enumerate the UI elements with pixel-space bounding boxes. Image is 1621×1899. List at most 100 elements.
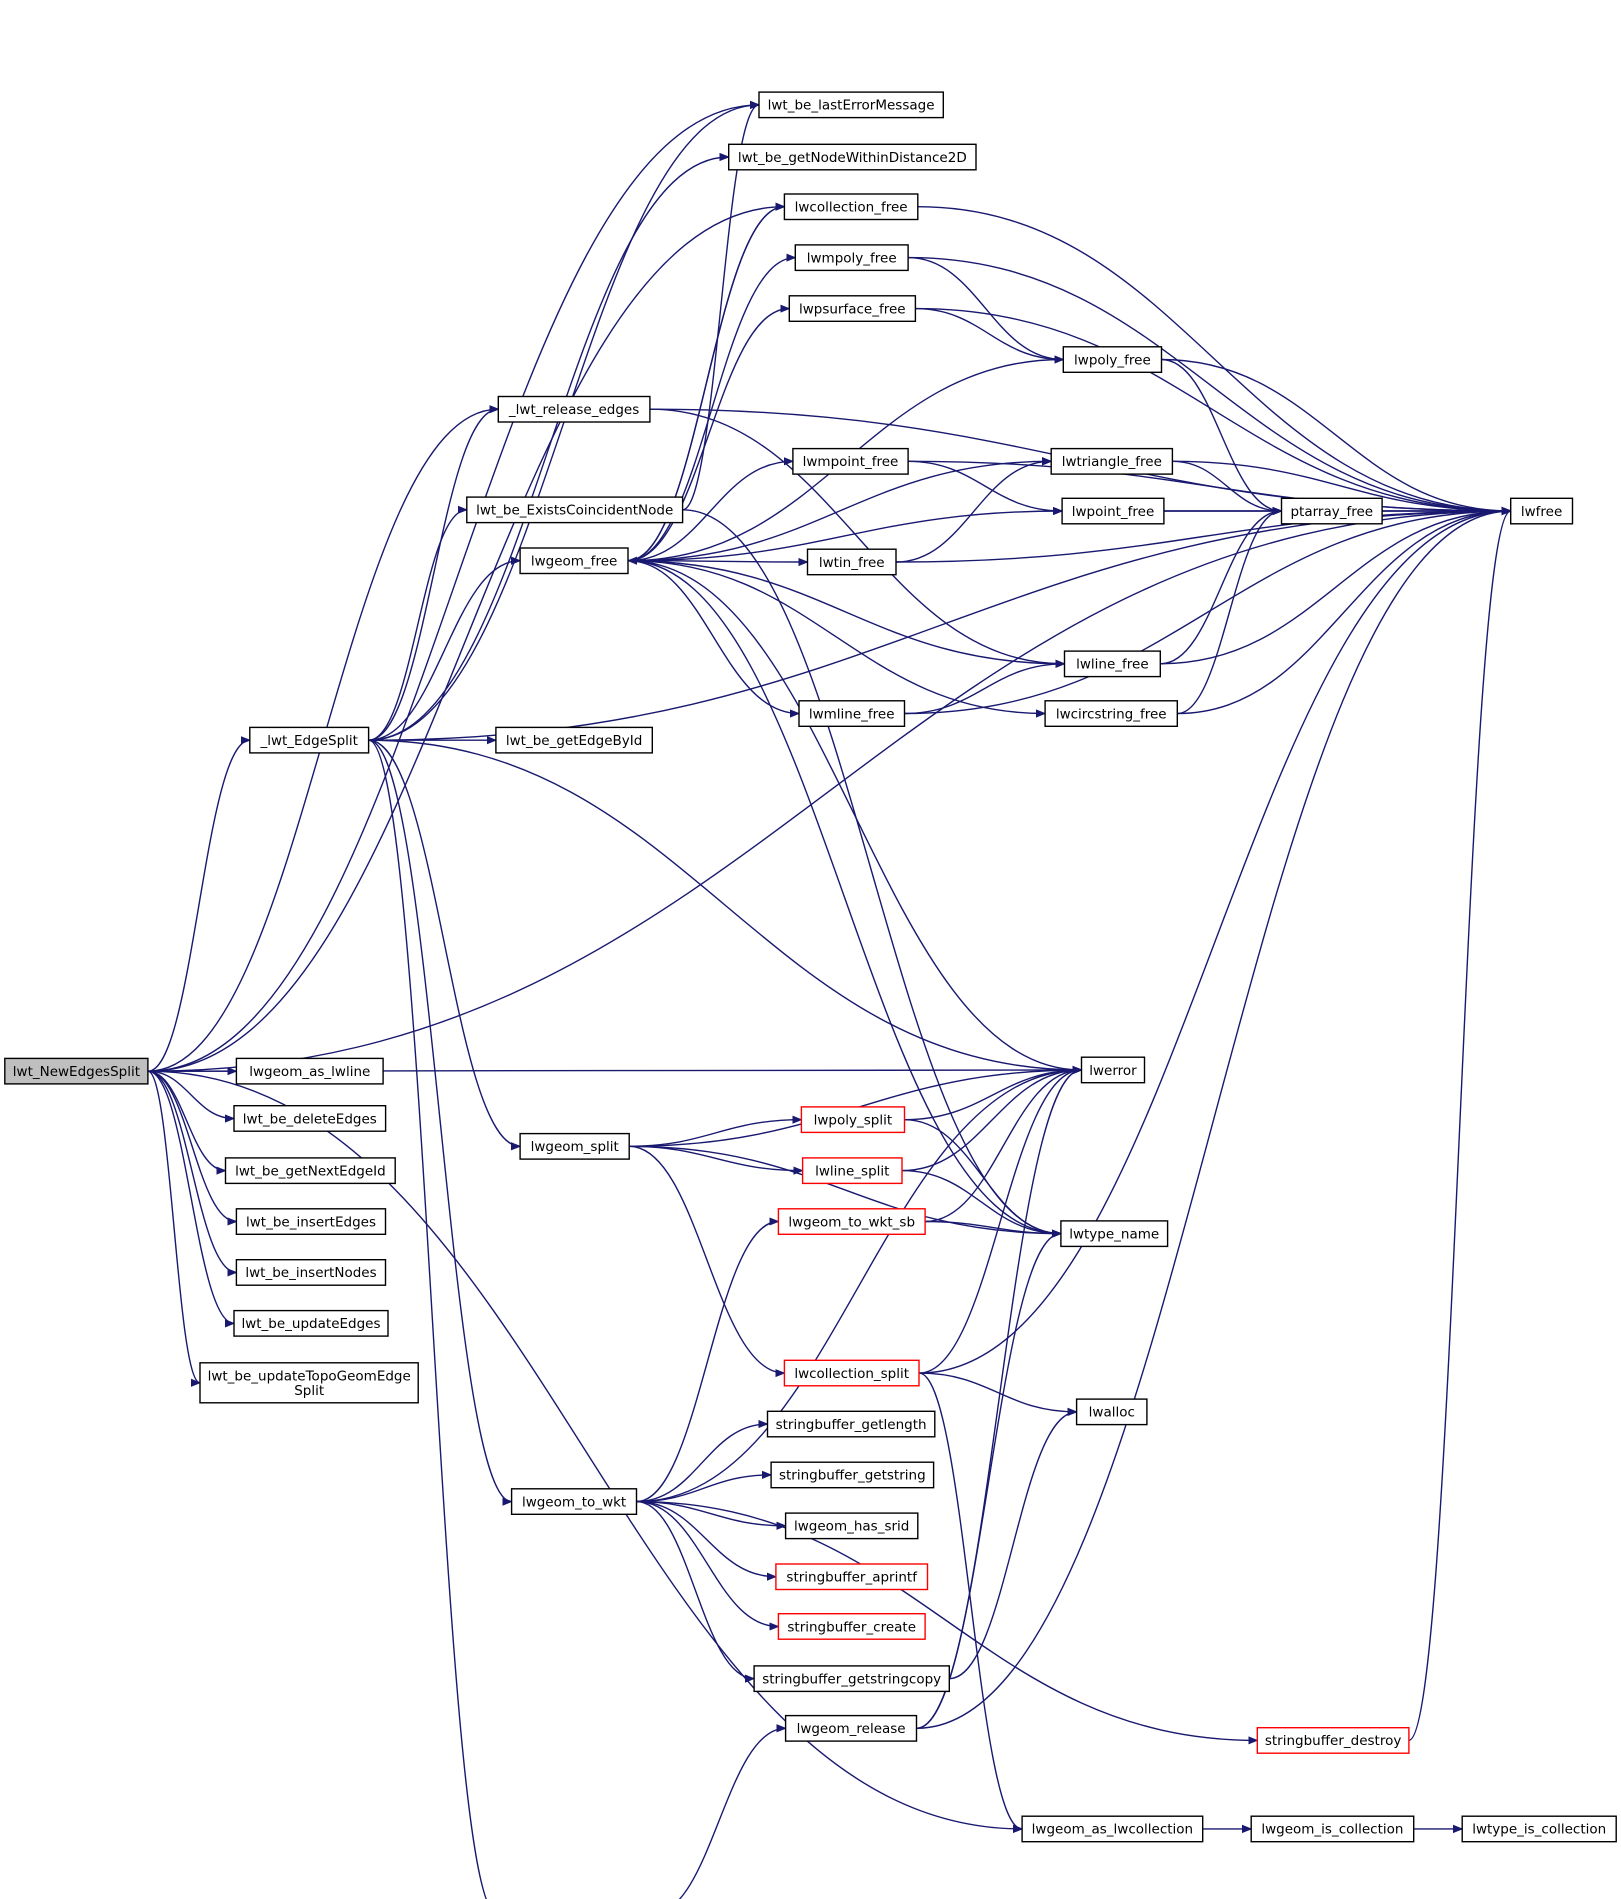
edge-lwmpoint-free-to-lwpoint-free xyxy=(908,460,1062,511)
edge-lwmline-free-to-lwline-free xyxy=(904,664,1065,715)
node-label: Split xyxy=(294,1383,324,1399)
node-label: lwpoly_free xyxy=(1074,352,1151,368)
node-lwt-be-delete-edges[interactable]: lwt_be_deleteEdges xyxy=(233,1104,387,1132)
node-lwgeom-free[interactable]: lwgeom_free xyxy=(519,547,629,575)
node-label: lwmpoint_free xyxy=(803,454,899,470)
edge-lwmpoly-free-to-lwpoly-free xyxy=(908,256,1063,360)
node-lwline-split[interactable]: lwline_split xyxy=(801,1157,903,1185)
node-stringbuffer-destroy[interactable]: stringbuffer_destroy xyxy=(1256,1726,1410,1754)
node-label: lwtype_name xyxy=(1069,1226,1159,1242)
node-stringbuffer-getlength[interactable]: stringbuffer_getlength xyxy=(766,1410,936,1438)
edge-lwt-new-edges-split-to-lwt-be-update-edges xyxy=(147,1070,235,1323)
node-lwpoly-free[interactable]: lwpoly_free xyxy=(1062,346,1163,373)
edge-lwgeom-free-to-lwpsurface-free xyxy=(627,309,789,562)
node-box xyxy=(766,1410,936,1438)
edge-lwcollection-split-to-lwalloc xyxy=(918,1372,1077,1412)
node-lwgeom-has-srid[interactable]: lwgeom_has_srid xyxy=(784,1512,919,1540)
node-lwalloc[interactable]: lwalloc xyxy=(1075,1398,1148,1426)
node-stringbuffer-aprintf[interactable]: stringbuffer_aprintf xyxy=(775,1563,929,1591)
node-label: stringbuffer_getstringcopy xyxy=(762,1671,941,1687)
node-lwt-new-edges-split[interactable]: lwt_NewEdgesSplit xyxy=(4,1057,149,1085)
node-lwt-be-last-error-message[interactable]: lwt_be_lastErrorMessage xyxy=(758,91,945,119)
edge-lwline-split-to-lwerror xyxy=(901,1070,1082,1172)
edge-lwgeom-to-wkt-sb-to-lwtype-name xyxy=(925,1220,1061,1234)
node-stringbuffer-getstringcopy[interactable]: stringbuffer_getstringcopy xyxy=(753,1665,950,1693)
node-lwt-be-get-node-within-distance2d[interactable]: lwt_be_getNodeWithinDistance2D xyxy=(728,143,977,171)
node-box xyxy=(777,1208,926,1236)
edge-lwpoly-split-to-lwtype-name xyxy=(904,1119,1061,1234)
node-lwtype-is-collection[interactable]: lwtype_is_collection xyxy=(1461,1815,1617,1843)
node-stringbuffer-create[interactable]: stringbuffer_create xyxy=(777,1612,926,1640)
node-lwerror[interactable]: lwerror xyxy=(1080,1056,1146,1084)
node-lwpoint-free[interactable]: lwpoint_free xyxy=(1061,497,1165,525)
node-label: lwgeom_as_lwline xyxy=(249,1064,370,1080)
node-lwgeom-release[interactable]: lwgeom_release xyxy=(784,1714,918,1742)
node-label: ptarray_free xyxy=(1290,504,1373,520)
node-lwt-be-update-edges[interactable]: lwt_be_updateEdges xyxy=(233,1309,389,1337)
node-box xyxy=(233,1309,389,1337)
edge-lwgeom-to-wkt-to-stringbuffer-getlength xyxy=(636,1424,768,1503)
edge-lwcollection-split-to-lwerror xyxy=(918,1070,1082,1374)
edge-lwgeom-free-to-lwmline-free xyxy=(627,560,799,714)
node-lwcollection-free[interactable]: lwcollection_free xyxy=(783,193,919,221)
node-lwline-free[interactable]: lwline_free xyxy=(1063,650,1162,678)
node-lwgeom-to-wkt-sb[interactable]: lwgeom_to_wkt_sb xyxy=(777,1208,926,1236)
node-lwmpoly-free[interactable]: lwmpoly_free xyxy=(794,244,909,272)
edge-lwgeom-free-to-lwtype-name xyxy=(627,560,1061,1234)
node-lwpoly-split[interactable]: lwpoly_split xyxy=(800,1106,906,1134)
node--lwt-edge-split[interactable]: _lwt_EdgeSplit xyxy=(249,726,370,754)
node-lwcircstring-free[interactable]: lwcircstring_free xyxy=(1044,700,1178,727)
node-lwgeom-split[interactable]: lwgeom_split xyxy=(519,1132,630,1160)
node-lwtriangle-free[interactable]: lwtriangle_free xyxy=(1050,447,1174,475)
edge-lwgeom-to-wkt-to-stringbuffer-getstringcopy xyxy=(636,1500,755,1679)
node-stringbuffer-getstring[interactable]: stringbuffer_getstring xyxy=(770,1461,935,1489)
node-lwcollection-split[interactable]: lwcollection_split xyxy=(783,1359,920,1387)
node-label: lwcollection_free xyxy=(795,200,908,216)
node-label: lwmpoly_free xyxy=(807,250,897,266)
node-label: lwpoly_split xyxy=(814,1113,893,1129)
node--lwt-release-edges[interactable]: _lwt_release_edges xyxy=(497,395,651,423)
node-lwgeom-as-lwline[interactable]: lwgeom_as_lwline xyxy=(235,1057,384,1085)
edge-lwgeom-to-wkt-to-stringbuffer-aprintf xyxy=(636,1500,776,1577)
node-lwfree[interactable]: lwfree xyxy=(1509,497,1574,525)
node-label: lwt_be_insertEdges xyxy=(246,1214,376,1230)
node-label: lwt_be_deleteEdges xyxy=(243,1111,377,1127)
node-lwmpoint-free[interactable]: lwmpoint_free xyxy=(792,447,909,475)
edge-lwgeom-free-to-lwpoint-free xyxy=(627,511,1062,562)
node-box xyxy=(783,193,919,221)
node-lwgeom-to-wkt[interactable]: lwgeom_to_wkt xyxy=(510,1488,638,1516)
node-box xyxy=(233,1104,387,1132)
node-lwgeom-is-collection[interactable]: lwgeom_is_collection xyxy=(1250,1815,1415,1843)
edge-lwline-free-to-ptarray-free xyxy=(1160,511,1281,665)
node-box xyxy=(224,1157,396,1185)
node-lwt-be-get-next-edge-id[interactable]: lwt_be_getNextEdgeId xyxy=(224,1157,396,1185)
node-lwt-be-exists-coincident-node[interactable]: lwt_be_ExistsCoincidentNode xyxy=(466,496,684,524)
edge-lwgeom-free-to-lwline-free xyxy=(627,560,1065,664)
node-box xyxy=(798,700,906,727)
node-label: lwtype_is_collection xyxy=(1472,1822,1606,1838)
edge--lwt-edge-split-to-lwt-be-exists-coincident-node xyxy=(368,510,467,741)
node-lwmline-free[interactable]: lwmline_free xyxy=(798,700,906,727)
node-ptarray-free[interactable]: ptarray_free xyxy=(1280,497,1383,525)
call-edges xyxy=(147,105,1511,1899)
node-lwt-be-insert-edges[interactable]: lwt_be_insertEdges xyxy=(235,1208,387,1236)
edge-lwcollection-split-to-lwgeom-as-lwcollection xyxy=(918,1372,1023,1829)
node-lwt-be-insert-nodes[interactable]: lwt_be_insertNodes xyxy=(235,1258,387,1286)
node-box xyxy=(801,1157,903,1185)
edge-lwcollection-free-to-lwgeom-free xyxy=(628,206,785,561)
node-lwtin-free[interactable]: lwtin_free xyxy=(806,548,897,576)
edge-lwmpoint-free-to-lwfree xyxy=(908,460,1511,511)
node-label: lwt_be_insertNodes xyxy=(245,1265,376,1281)
node-box xyxy=(783,1359,920,1387)
node-box xyxy=(806,548,897,576)
node-box xyxy=(1044,700,1178,727)
node-lwt-be-get-edge-by-id[interactable]: lwt_be_getEdgeById xyxy=(495,726,653,754)
edge-lwgeom-to-wkt-sb-to-lwerror xyxy=(925,1070,1081,1223)
node-lwtype-name[interactable]: lwtype_name xyxy=(1060,1220,1169,1248)
edge-lwt-new-edges-split-to-lwt-be-delete-edges xyxy=(147,1070,234,1118)
function-nodes: lwt_NewEdgesSplit _lwt_EdgeSplit lwgeom_as… xyxy=(4,91,1617,1843)
node-lwpsurface-free[interactable]: lwpsurface_free xyxy=(788,295,917,322)
node-lwgeom-as-lwcollection[interactable]: lwgeom_as_lwcollection xyxy=(1021,1815,1204,1843)
